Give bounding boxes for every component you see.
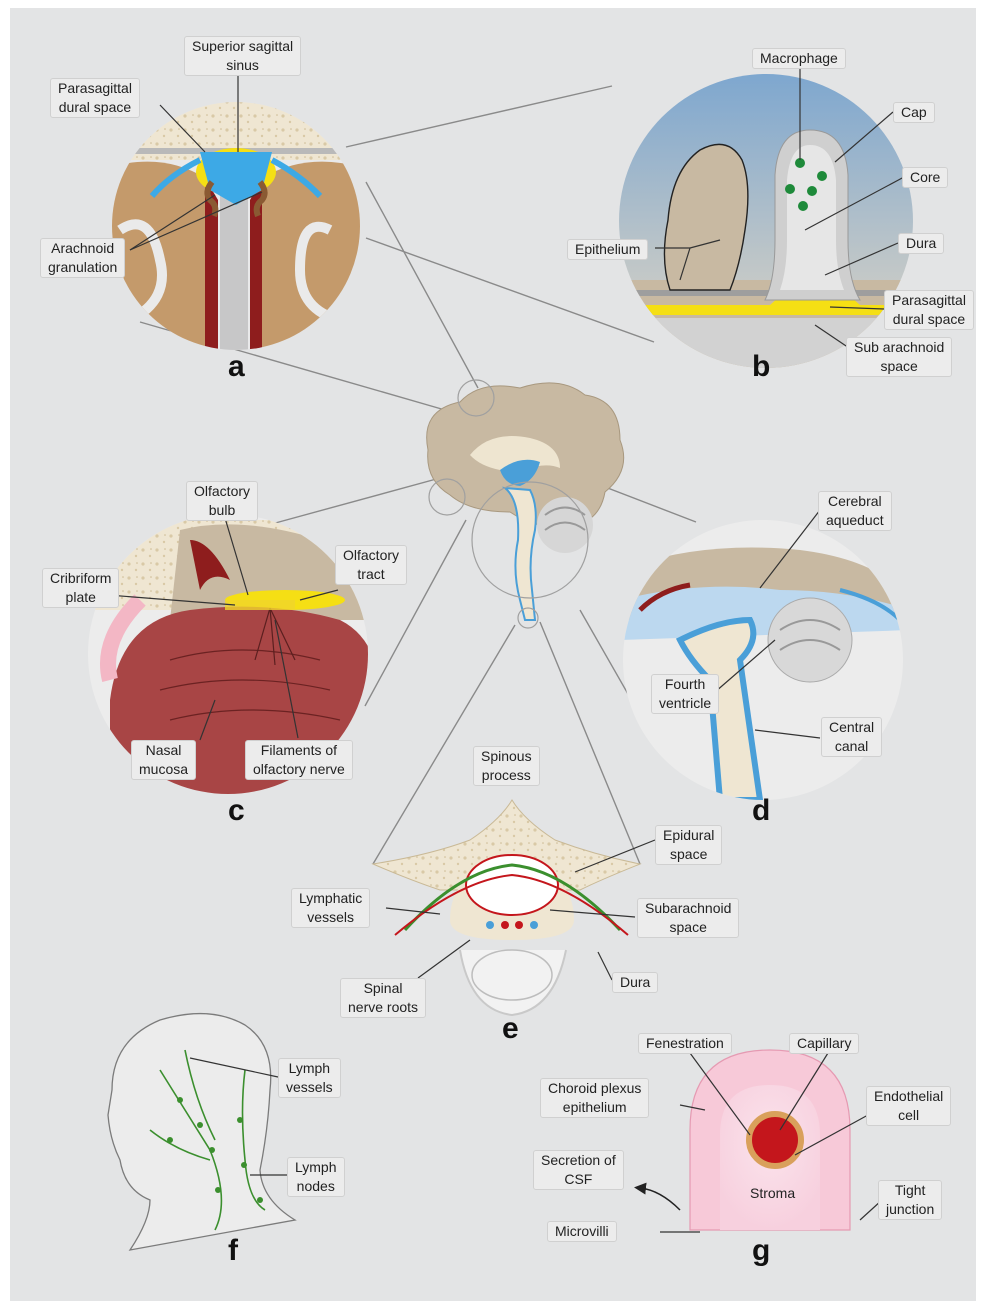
label-filaments-olfactory-nerve: Filaments of olfactory nerve [245,740,353,780]
panel-letter-b: b [752,350,770,384]
panel-letter-a: a [228,350,245,384]
panel-letter-f: f [228,1234,238,1268]
label-dura-b: Dura [898,233,944,254]
panel-letter-e: e [502,1012,519,1046]
label-arachnoid-granulation: Arachnoid granulation [40,238,125,278]
label-spinal-nerve-roots: Spinal nerve roots [340,978,426,1018]
label-epidural-space: Epidural space [655,825,722,865]
panel-letter-g: g [752,1234,770,1268]
panel-b-illustration [610,66,930,380]
label-olfactory-tract: Olfactory tract [335,545,407,585]
label-tight-junction: Tight junction [878,1180,942,1220]
label-parasagittal-dural-space-a: Parasagittal dural space [50,78,140,118]
central-brain-illustration [427,380,624,628]
label-cap: Cap [893,102,935,123]
label-central-canal: Central canal [821,717,882,757]
panel-f-illustration [108,1014,295,1250]
label-dura-e: Dura [612,972,658,993]
panel-letter-d: d [752,794,770,828]
label-cerebral-aqueduct: Cerebral aqueduct [818,491,892,531]
label-macrophage: Macrophage [752,48,846,69]
label-olfactory-bulb: Olfactory bulb [186,481,258,521]
label-fourth-ventricle: Fourth ventricle [651,674,719,714]
label-choroid-plexus-epithelium: Choroid plexus epithelium [540,1078,649,1118]
label-nasal-mucosa: Nasal mucosa [131,740,196,780]
label-parasagittal-dural-space-b: Parasagittal dural space [884,290,974,330]
label-lymph-nodes: Lymph nodes [287,1157,345,1197]
label-lymph-vessels: Lymph vessels [278,1058,341,1098]
label-secretion-of-csf: Secretion of CSF [533,1150,624,1190]
label-capillary: Capillary [789,1033,859,1054]
label-epithelium: Epithelium [567,239,648,260]
label-core: Core [902,167,948,188]
label-sub-arachnoid-space: Sub arachnoid space [846,337,952,377]
label-lymphatic-vessels: Lymphatic vessels [291,888,370,928]
label-cribriform-plate: Cribriform plate [42,568,119,608]
label-spinous-process: Spinous process [473,746,540,786]
label-fenestration: Fenestration [638,1033,732,1054]
label-microvilli: Microvilli [547,1221,617,1242]
label-superior-sagittal-sinus: Superior sagittal sinus [184,36,301,76]
panel-letter-c: c [228,794,245,828]
label-stroma: Stroma [743,1184,802,1203]
label-endothelial-cell: Endothelial cell [866,1086,951,1126]
panel-g-illustration [640,1050,882,1232]
panel-a-illustration [100,73,380,350]
label-subarachnoid-space: Subarachnoid space [637,898,739,938]
